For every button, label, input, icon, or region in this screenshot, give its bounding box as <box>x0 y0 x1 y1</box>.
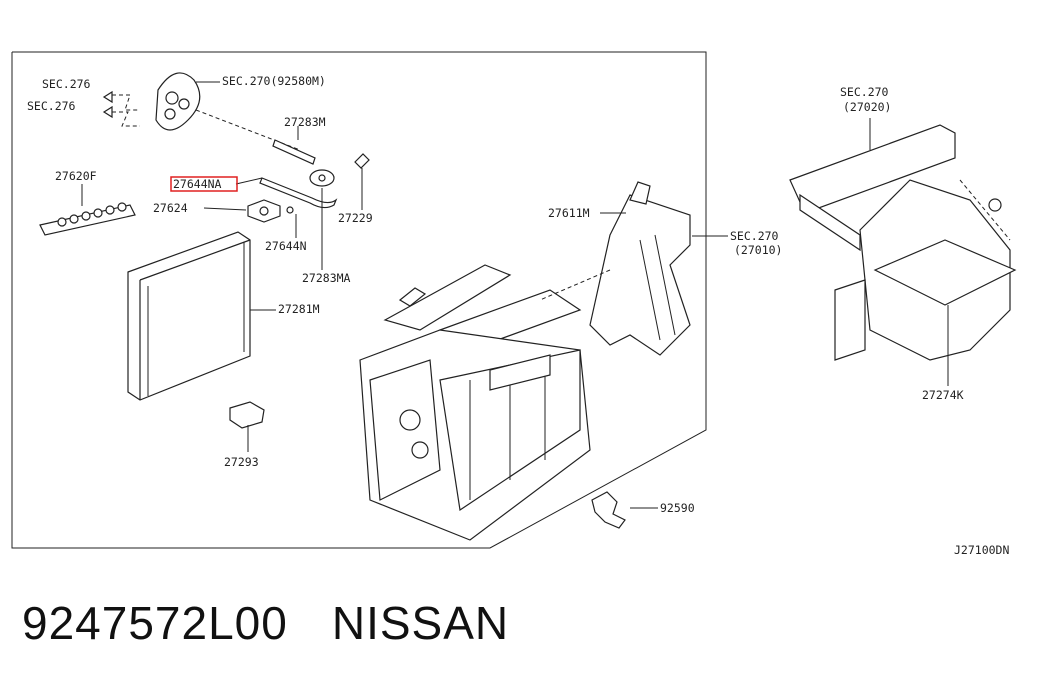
grommet-assembly <box>102 72 301 151</box>
brand-name: NISSAN <box>331 597 510 649</box>
o-ring-kit <box>39 184 136 236</box>
label-27611m: 27611M <box>548 206 590 220</box>
diagram-frame <box>11 51 707 549</box>
part-number: 9247572L00 <box>22 597 288 649</box>
drain-hose <box>591 491 658 529</box>
side-duct <box>539 181 728 356</box>
label-92590: 92590 <box>660 501 695 515</box>
heater-unit <box>359 264 591 541</box>
evaporator-core <box>127 231 276 401</box>
label-27293: 27293 <box>224 455 259 469</box>
label-27624: 27624 <box>153 201 188 215</box>
highlight-box <box>170 176 238 192</box>
label-sec270-27020-b: (27020) <box>843 100 891 114</box>
label-27229: 27229 <box>338 211 373 225</box>
label-sec270-27010-a: SEC.270 <box>730 229 779 243</box>
label-sec276-b: SEC.276 <box>27 99 76 113</box>
label-27620f: 27620F <box>55 169 97 183</box>
label-sec270-27010-b: (27010) <box>734 243 782 257</box>
part-labels: SEC.276 SEC.276 SEC.270(92580M) 27283M 2… <box>27 74 964 515</box>
label-sec276-a: SEC.276 <box>42 77 91 91</box>
label-27283ma: 27283MA <box>302 271 351 285</box>
footer-caption: 9247572L00 NISSAN <box>22 596 509 650</box>
sensor-part <box>229 401 265 452</box>
label-27274k: 27274K <box>922 388 964 402</box>
expansion-valve-pipes <box>203 126 370 270</box>
blower-assembly <box>789 118 1017 386</box>
label-27644na: 27644NA <box>173 177 222 191</box>
label-27644n: 27644N <box>265 239 307 253</box>
label-27281m: 27281M <box>278 302 320 316</box>
label-sec270-92580m: SEC.270(92580M) <box>222 74 326 88</box>
drawing-code: J27100DN <box>954 543 1010 557</box>
label-sec270-27020-a: SEC.270 <box>840 85 889 99</box>
label-27283m: 27283M <box>284 115 326 129</box>
